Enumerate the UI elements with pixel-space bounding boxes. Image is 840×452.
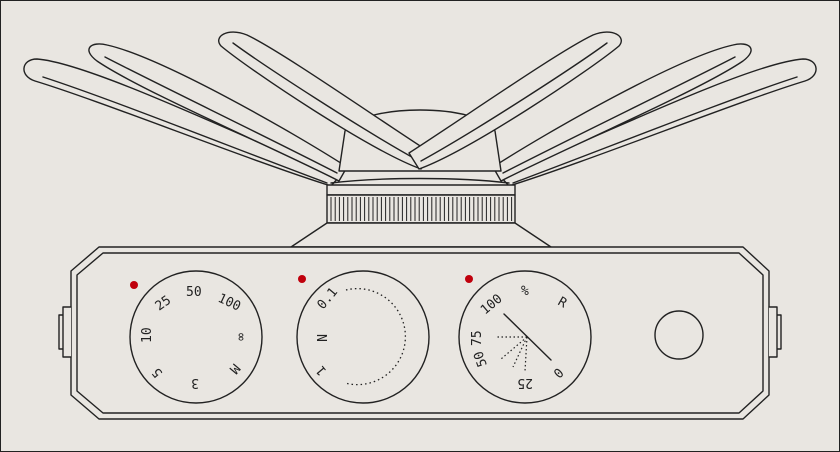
knurled-collar xyxy=(326,184,516,224)
petal-group-front xyxy=(218,31,622,184)
dial-left-label: 25 xyxy=(153,293,174,314)
dial-middle-dotted-arc xyxy=(344,287,406,386)
dial-left-ring xyxy=(129,270,263,404)
collar-top-band xyxy=(326,184,516,196)
petal-left-mid xyxy=(88,43,348,182)
petal-right-mid-inner xyxy=(502,56,736,174)
dial-left-label: 10 xyxy=(140,327,155,343)
dial-left-label: 3 xyxy=(191,375,199,390)
dial-left-label: 50 xyxy=(186,285,202,300)
body-inner-outline xyxy=(76,252,764,414)
dial-right-label: % xyxy=(521,284,529,299)
side-clip-left xyxy=(58,306,72,358)
petal-left-front xyxy=(218,31,432,170)
dial-right-pointer xyxy=(503,313,552,361)
petal-right-outer-inner xyxy=(512,76,798,184)
neck-trapezoid xyxy=(290,222,552,248)
dial-right[interactable]: 100 % R 75 50 25 0 xyxy=(458,270,592,404)
indicator-dot-left xyxy=(130,281,138,289)
dial-right-label: 75 xyxy=(470,330,485,346)
round-button[interactable] xyxy=(654,310,704,360)
petal-left-front-inner xyxy=(232,42,420,162)
dial-middle-ring xyxy=(296,270,430,404)
dial-middle[interactable]: 0.1 N 1 xyxy=(296,270,430,404)
dial-left[interactable]: 25 50 100 10 ∞ 5 3 M xyxy=(129,270,263,404)
petal-left-outer-inner xyxy=(42,76,328,184)
petal-group-back xyxy=(23,58,817,187)
petal-group-mid xyxy=(88,43,752,182)
petal-crossing xyxy=(330,177,510,184)
indicator-dot-right xyxy=(465,275,473,283)
side-clip-right xyxy=(768,306,782,358)
dial-middle-label: N xyxy=(313,334,328,342)
collar-knurl-lines xyxy=(330,197,513,221)
collar-knurl-band xyxy=(326,194,516,224)
dial-right-ring xyxy=(458,270,592,404)
indicator-dot-middle xyxy=(298,275,306,283)
petal-left-mid-inner xyxy=(104,56,338,174)
dial-right-dotted-fan xyxy=(497,336,528,372)
petal-right-front-inner xyxy=(420,42,608,162)
dial-right-label: 50 xyxy=(471,349,490,369)
dial-left-label: ∞ xyxy=(233,333,248,341)
petal-right-front xyxy=(408,31,622,170)
petal-right-mid xyxy=(492,43,752,182)
dial-right-label: 25 xyxy=(517,375,533,390)
